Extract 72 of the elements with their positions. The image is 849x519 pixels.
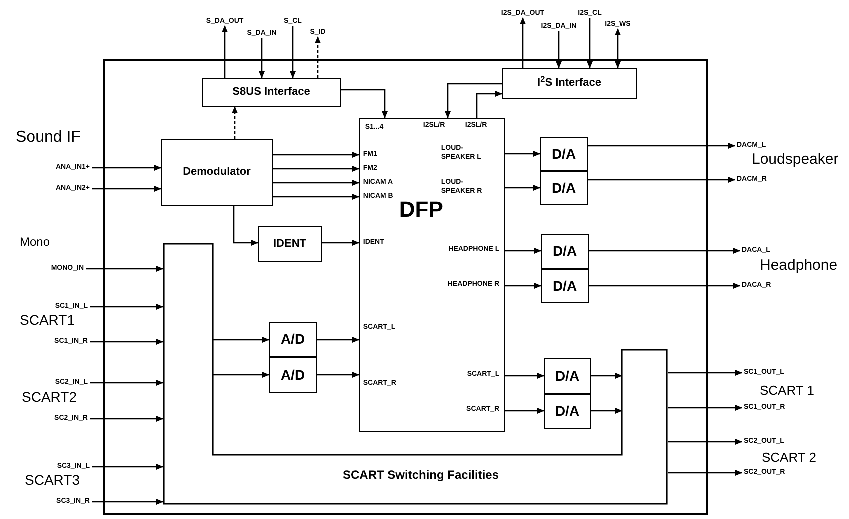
group-label: SCART 1 xyxy=(760,384,814,397)
signal-arrow xyxy=(589,283,740,289)
signal-arrow xyxy=(505,408,544,414)
signal-arrow xyxy=(589,248,740,254)
signal-arrow xyxy=(92,464,164,470)
signal-arrow xyxy=(322,240,360,246)
block-label: SCART Switching Facilities xyxy=(343,467,500,484)
group-label: SCART3 xyxy=(25,473,80,487)
group-label: Loudspeaker xyxy=(752,152,839,167)
signal-arrow xyxy=(290,26,296,78)
signal-arrow xyxy=(92,165,162,171)
demodulator-block: Demodulator xyxy=(161,139,273,206)
signal-arrow xyxy=(90,339,164,345)
converter-block: D/A xyxy=(540,137,588,171)
signal-arrow xyxy=(273,152,360,158)
signal-arrow xyxy=(90,416,164,422)
signal-arrow xyxy=(92,499,164,505)
signal-arrow xyxy=(90,304,164,310)
signal-arrow xyxy=(505,283,542,289)
converter-block: D/A xyxy=(544,394,591,429)
group-label: SCART1 xyxy=(20,313,75,327)
converter-block: A/D xyxy=(269,357,317,393)
signal-arrow xyxy=(668,439,742,445)
signal-arrow xyxy=(668,370,742,376)
signal-arrow xyxy=(90,380,164,386)
signal-arrow xyxy=(520,18,526,68)
signal-arrow xyxy=(615,28,621,68)
signal-arrow xyxy=(591,373,622,379)
signal-arrow xyxy=(587,18,593,68)
group-label: SCART 2 xyxy=(762,451,816,464)
signal-arrow xyxy=(273,194,360,200)
signal-arrow xyxy=(86,266,164,272)
signal-arrow xyxy=(591,408,622,414)
signal-arrow xyxy=(505,151,540,157)
converter-block: D/A xyxy=(541,234,589,269)
signal-arrow xyxy=(92,186,162,192)
interface-block: S8US Interface xyxy=(202,78,341,107)
signal-arrow xyxy=(315,36,321,78)
signal-arrow xyxy=(505,185,540,191)
signal-arrow xyxy=(668,470,742,476)
interface-block: I$^{2}$S Interface xyxy=(502,68,637,99)
signal-arrow xyxy=(505,248,542,254)
group-label: Mono xyxy=(20,236,50,248)
signal-arrow xyxy=(317,372,360,378)
group-label: SCART2 xyxy=(22,390,77,404)
signal-arrow xyxy=(445,83,502,118)
signal-arrow xyxy=(273,180,360,186)
signal-arrow xyxy=(222,26,228,78)
signal-arrow xyxy=(317,337,360,343)
group-label: Sound IF xyxy=(16,130,81,146)
signal-arrow xyxy=(233,206,258,246)
signal-arrow xyxy=(588,177,736,183)
signal-arrow xyxy=(273,166,360,172)
signal-arrow xyxy=(476,91,502,118)
converter-block: D/A xyxy=(540,171,588,205)
signal-arrow xyxy=(668,405,742,411)
converter-block: D/A xyxy=(541,269,589,303)
signal-arrow xyxy=(556,31,562,68)
converter-block: A/D xyxy=(269,322,317,357)
signal-arrow xyxy=(341,89,388,118)
signal-arrow xyxy=(259,38,265,78)
group-label: Headphone xyxy=(760,258,838,273)
signal-arrow xyxy=(213,372,270,378)
signal-arrow xyxy=(505,373,544,379)
signal-arrow xyxy=(232,106,238,139)
ident-block: IDENT xyxy=(258,226,322,262)
converter-block: D/A xyxy=(544,358,591,394)
signal-arrow xyxy=(588,143,736,149)
processor-block xyxy=(359,118,505,432)
signal-arrow xyxy=(213,337,270,343)
block-title: DFP xyxy=(399,199,444,222)
chip-outline xyxy=(105,61,706,513)
